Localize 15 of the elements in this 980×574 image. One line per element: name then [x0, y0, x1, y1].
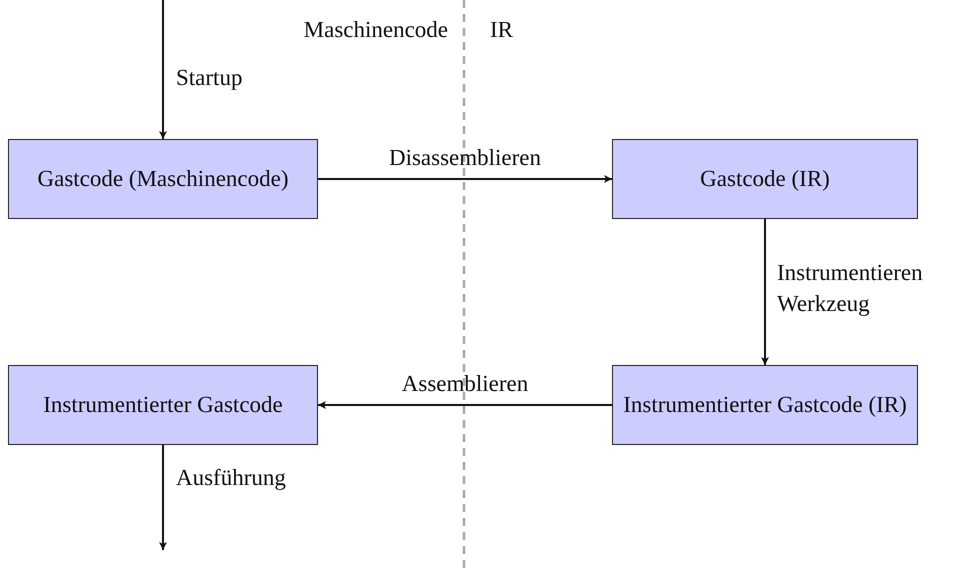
- arrow: [318, 175, 612, 183]
- edge-label: Assemblieren: [400, 370, 530, 398]
- process-box: [8, 365, 318, 445]
- box-text: Gastcode (Maschinencode): [38, 165, 288, 194]
- process-box: [612, 365, 918, 445]
- edge-label: Disassemblieren: [388, 144, 542, 172]
- arrow: [159, 0, 167, 139]
- box-text: Gastcode (IR): [700, 165, 830, 194]
- arrow: [761, 219, 769, 365]
- process-box: [8, 139, 318, 219]
- box-text: Instrumentierter Gastcode: [43, 391, 283, 420]
- box-text: Instrumentierter Gastcode (IR): [623, 391, 907, 420]
- arrow: [159, 445, 167, 550]
- process-box: [612, 139, 918, 219]
- arrow: [318, 401, 612, 409]
